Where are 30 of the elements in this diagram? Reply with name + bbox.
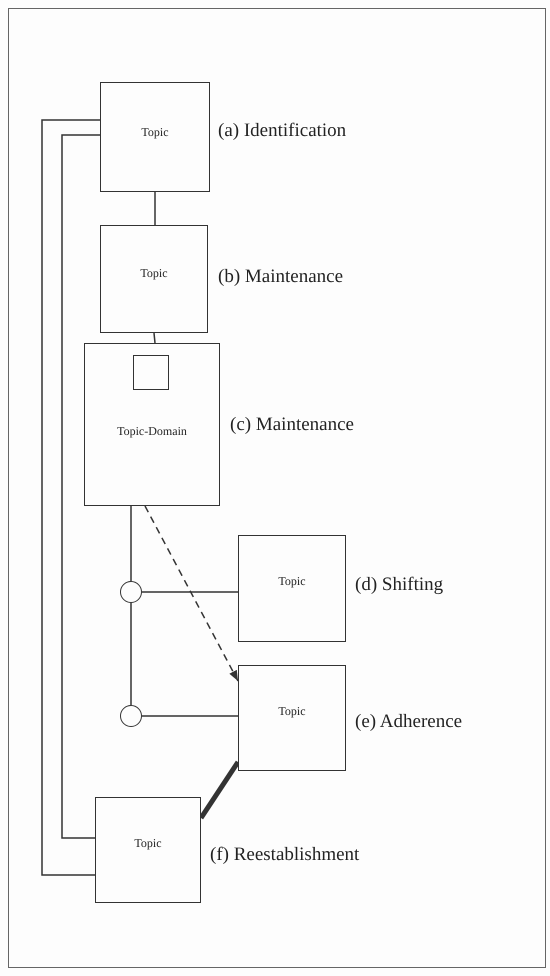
connector-line	[130, 603, 132, 705]
connector-line	[61, 134, 100, 839]
stage-label: (b) Maintenance	[218, 266, 344, 288]
topic-box	[95, 797, 201, 903]
node-label: Topic	[140, 125, 170, 139]
junction-circle	[120, 705, 142, 727]
topic-box	[100, 225, 208, 333]
connector-line	[153, 332, 156, 344]
stage-label: (e) Adherence	[355, 711, 462, 733]
stage-label: (f) Reestablishment	[210, 844, 360, 866]
connector-line	[41, 119, 100, 876]
topic-box	[238, 665, 346, 771]
stage-label: (d) Shifting	[355, 574, 444, 596]
connector-line	[130, 506, 132, 581]
stage-label: (c) Maintenance	[230, 414, 354, 436]
connector-line	[154, 192, 156, 225]
dashed-arrow	[144, 506, 239, 682]
connector-line	[142, 591, 238, 593]
stage-label: (a) Identification	[218, 120, 346, 142]
node-label: Topic	[139, 266, 169, 280]
empty-box	[133, 355, 169, 390]
topic-box	[238, 535, 346, 642]
topic-box	[100, 82, 210, 192]
node-label: Topic	[277, 574, 307, 588]
topic-domain-box	[84, 343, 220, 506]
node-label: Topic-Domain	[116, 424, 188, 438]
node-label: Topic	[133, 836, 163, 850]
node-label: Topic	[277, 704, 307, 718]
junction-circle	[120, 581, 142, 603]
connector-line	[142, 715, 238, 717]
